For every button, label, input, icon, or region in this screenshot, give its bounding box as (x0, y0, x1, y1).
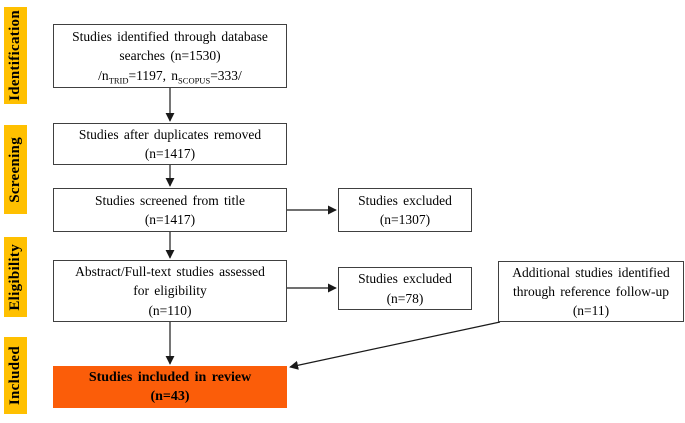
box-line: (n=11) (572, 303, 610, 318)
stage-label-included: Included (7, 345, 23, 406)
box-line: Studies included in review (88, 369, 252, 385)
box-line: (n=1417) (144, 212, 196, 227)
subscript-trid: TRID (108, 75, 129, 86)
box-line: Additional studies identified (512, 265, 670, 280)
box-studies-identified: Studies identified through database sear… (53, 24, 287, 88)
box-excluded-title: Studies excluded (n=1307) (338, 188, 472, 232)
box-additional-studies: Additional studies identified through re… (498, 261, 684, 322)
stage-bar-eligibility: Eligibility (4, 237, 27, 317)
box-line: (n=78) (386, 290, 424, 306)
box-line-database-counts: /nTRID=1197, nSCOPUS=333/ (98, 67, 242, 86)
box-line: Studies screened from title (94, 192, 245, 208)
box-assessed-eligibility: Abstract/Full-text studies assessed for … (53, 260, 287, 322)
box-line: (n=1417) (144, 146, 196, 161)
box-line: searches (n=1530) (119, 48, 221, 64)
box-line: Studies after duplicates removed (78, 126, 262, 142)
box-line: (n=43) (150, 389, 190, 404)
stage-bar-screening: Screening (4, 125, 27, 214)
box-line: (n=1307) (379, 212, 431, 227)
stage-label-screening: Screening (7, 136, 23, 203)
stage-bar-identification: Identification (4, 7, 27, 104)
box-line: through reference follow-up (513, 284, 669, 299)
box-duplicates-removed: Studies after duplicates removed (n=1417… (53, 123, 287, 165)
box-line: Studies excluded (358, 192, 452, 208)
box-line: for eligibility (133, 283, 207, 299)
box-line: Abstract/Full-text studies assessed (75, 263, 265, 279)
box-screened-title: Studies screened from title (n=1417) (53, 188, 287, 232)
box-excluded-eligibility: Studies excluded (n=78) (338, 267, 472, 310)
box-line: Studies identified through database (72, 28, 268, 44)
stage-bar-included: Included (4, 337, 27, 414)
stage-label-eligibility: Eligibility (7, 243, 23, 311)
box-line: Studies excluded (358, 271, 452, 286)
stage-label-identification: Identification (7, 10, 23, 101)
subscript-scopus: SCOPUS (178, 75, 211, 86)
box-line: (n=110) (148, 302, 192, 318)
arrow-additional-to-included (289, 321, 501, 370)
box-included-in-review: Studies included in review (n=43) (53, 366, 287, 408)
